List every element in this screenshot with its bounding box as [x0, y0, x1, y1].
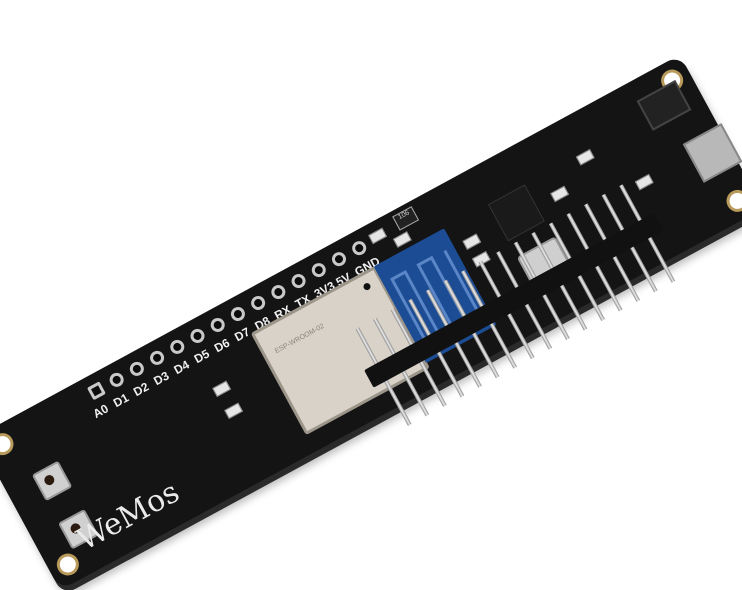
smd-component: [212, 380, 232, 398]
pin-hole: [349, 238, 369, 258]
mount-hole: [52, 549, 83, 580]
pin-label: A0: [90, 401, 111, 422]
pin-hole: [208, 315, 228, 335]
pin-label: D4: [171, 357, 192, 378]
tantalum-capacitor: 106: [392, 206, 420, 231]
pin-label: D6: [211, 335, 233, 356]
pin-hole: [289, 271, 309, 291]
mount-hole: [722, 185, 742, 216]
pin-hole: [309, 260, 329, 280]
pin-hole: [228, 304, 248, 324]
pin-hole: [147, 348, 167, 368]
pin-label: D7: [232, 324, 253, 345]
pin-hole: [107, 370, 127, 390]
pin-hole: [86, 381, 106, 401]
module-label: ESP-WROOM-02: [274, 322, 326, 356]
pin-label: D5: [191, 346, 212, 367]
mount-hole: [0, 429, 18, 460]
power-slide-switch[interactable]: [636, 79, 692, 131]
pin-hole: [268, 282, 288, 302]
pin-hole: [167, 337, 187, 357]
smd-component: [462, 233, 482, 250]
inductor: [682, 123, 742, 183]
pin-hole: [127, 359, 147, 379]
reset-button[interactable]: [31, 460, 73, 502]
pin-hole: [329, 249, 349, 269]
pin-label: D3: [151, 368, 172, 389]
pin-label: D1: [110, 390, 132, 411]
pin-hole: [188, 326, 207, 346]
pin1-marker: [362, 281, 372, 292]
product-photo: A0 D1 D2 D3 D4 D5 D6 D7 D8 RX TX 3V3 5V …: [0, 0, 742, 557]
smd-component: [392, 231, 412, 248]
pin-hole: [248, 293, 268, 313]
smd-component: [224, 402, 244, 419]
smd-component: [368, 227, 388, 245]
smd-component: [575, 149, 595, 166]
pin-label: D2: [131, 379, 152, 400]
smd-component: [550, 185, 570, 203]
